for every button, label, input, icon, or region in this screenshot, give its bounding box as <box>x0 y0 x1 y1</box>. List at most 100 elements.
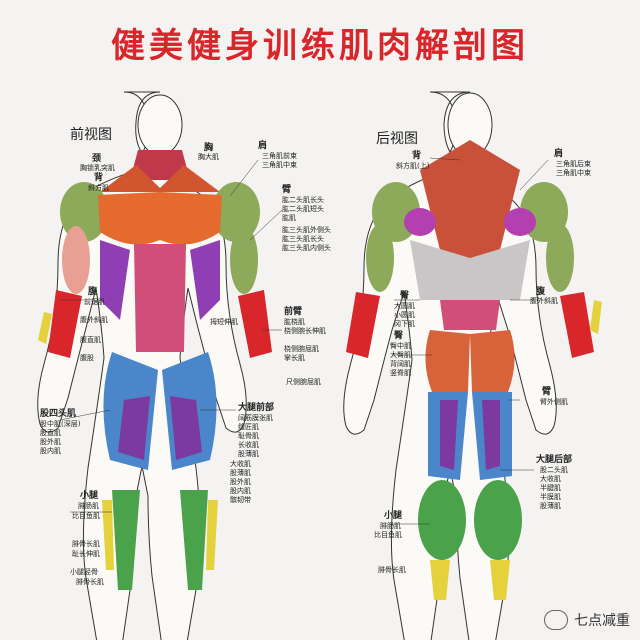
label-xiongda: 胸大肌 <box>198 153 219 161</box>
label-fu: 腹 <box>88 287 98 297</box>
label-b-jian: 肩 <box>554 149 564 159</box>
back-view-title: 后视图 <box>376 131 418 147</box>
front-inner-thigh-l <box>118 396 150 460</box>
back-infra-l <box>404 208 436 236</box>
front-neck <box>130 150 190 180</box>
label-gunei: 股内肌 <box>40 447 61 455</box>
back-forearm-r2 <box>590 300 602 334</box>
label-b-xiaotui: 小腿 <box>384 511 403 521</box>
front-head <box>137 94 183 156</box>
watermark-text: 七点减重 <box>574 613 630 629</box>
label-xiefang1: 斜方肌 <box>88 184 109 192</box>
back-lats <box>410 240 530 300</box>
label-gubo: 股薄肌 <box>230 469 251 477</box>
front-deltoid-r <box>212 182 260 242</box>
label-binggu: 髌韧带 <box>230 496 251 504</box>
label-b-guerhou: 股二头肌 <box>540 466 568 474</box>
label-b-fuwaixie: 腹外斜肌 <box>530 297 558 305</box>
label-b-gangxia: 冈下肌 <box>394 320 415 328</box>
label-sanjiaoqian: 三角肌前束 <box>262 152 297 160</box>
front-deltoid-l <box>60 182 108 242</box>
label-b-bishou: 臂外侧肌 <box>540 398 568 406</box>
label-b-jizhu: 竖脊肌 <box>390 369 411 377</box>
back-soleus-l <box>430 560 450 600</box>
label-erchang: 肱二头肌长头 <box>282 196 324 204</box>
label-sanneice: 肱三头肌内侧头 <box>282 244 331 252</box>
back-tricep-l <box>366 224 394 292</box>
back-infra-r <box>504 208 536 236</box>
label-jing: 颈 <box>92 154 102 164</box>
label-xiongsuo: 胸锁乳突肌 <box>80 164 115 172</box>
front-figure <box>37 91 272 640</box>
back-calf-r <box>474 480 522 560</box>
label-gusi: 股四头肌 <box>40 409 77 419</box>
back-soleus-r <box>490 560 510 600</box>
label-b-tunda: 大圆肌 <box>394 302 415 310</box>
front-forearm-l2 <box>38 312 52 344</box>
label-feigu: 腓骨长肌 <box>72 540 100 548</box>
label-datuiqian: 大腿前部 <box>238 403 275 413</box>
front-calf-r <box>180 490 208 590</box>
label-fuzhi: 腹直肌 <box>80 336 101 344</box>
label-bi: 臂 <box>282 185 292 195</box>
label-guneiji: 股内肌 <box>230 487 251 495</box>
label-b-banjian: 半腱肌 <box>540 484 561 492</box>
label-guwai: 股外肌 <box>40 438 61 446</box>
label-fuwaixie: 腹外斜肌 <box>80 316 108 324</box>
label-xiaotui: 小腿 <box>80 491 99 501</box>
back-forearm-r <box>560 292 594 358</box>
front-inner-thigh-r <box>170 396 202 460</box>
label-bimu: 比目鱼肌 <box>72 512 100 520</box>
label-gongnao: 肱桡肌 <box>284 318 305 326</box>
front-forearm-r <box>238 290 272 358</box>
back-ham-inner-r <box>482 400 500 470</box>
front-forearm-l <box>48 290 82 358</box>
label-b-bei: 背 <box>412 151 422 161</box>
label-sancebian: 肱三头肌外侧头 <box>282 226 331 234</box>
label-gujing: 股外肌 <box>230 478 251 486</box>
label-qianbi: 前臂 <box>284 307 303 317</box>
back-forearm-l <box>346 292 380 358</box>
label-chicewan: 尺侧腕屈肌 <box>286 378 321 386</box>
label-fengren: 缝匠肌 <box>238 423 259 431</box>
label-feichang: 腓肠肌 <box>78 502 99 510</box>
label-guzhi: 股直肌 <box>40 429 61 437</box>
label-b-beikuo: 背阔肌 <box>390 360 411 368</box>
label-jian: 肩 <box>258 141 268 151</box>
label-sanchang: 肱三头肌长头 <box>282 235 324 243</box>
label-b-bi: 臂 <box>542 387 552 397</box>
back-calf-l <box>418 480 466 560</box>
back-lower <box>440 300 500 330</box>
label-bei1: 背 <box>94 173 104 183</box>
label-xiong: 胸 <box>204 143 214 153</box>
label-changshou: 长收肌 <box>238 441 259 449</box>
label-b-sanhou: 三角肌后束 <box>556 160 591 168</box>
wechat-icon <box>544 610 568 630</box>
label-gongji: 肱肌 <box>282 214 296 222</box>
label-b-sanzhong: 三角肌中束 <box>556 169 591 177</box>
label-b-datuihou: 大腿后部 <box>536 455 573 465</box>
label-dashou: 大收肌 <box>230 460 251 468</box>
label-b-shouji: 大收肌 <box>540 475 561 483</box>
front-view-title: 前视图 <box>70 127 112 143</box>
label-guzhong: 股中肌(深层) <box>40 420 81 428</box>
label-b-fu: 腹 <box>536 287 546 297</box>
back-glute-r <box>470 330 515 392</box>
label-erduan: 肱二头肌短头 <box>282 205 324 213</box>
label-qianju: 前锯肌 <box>84 298 105 306</box>
back-glute-l <box>425 330 470 392</box>
front-serratus-r <box>190 240 220 320</box>
label-b-xiaoyuan: 小圆肌 <box>394 311 415 319</box>
back-tricep-r <box>546 224 574 292</box>
label-naocewan: 桡侧腕长伸肌 <box>284 327 326 335</box>
label-zhangchang: 掌长肌 <box>284 354 305 362</box>
label-b-tunzhong: 臀中肌 <box>390 342 411 350</box>
label-jingqian: 小腿胫骨 <box>70 568 98 576</box>
label-feiguchang: 腓骨长肌 <box>76 578 104 586</box>
back-ham-inner-l <box>440 400 458 470</box>
front-shin-l <box>102 500 114 570</box>
label-b-banmo: 半膜肌 <box>540 493 561 501</box>
watermark: 七点减重 <box>544 610 630 630</box>
front-pec-l <box>98 192 160 245</box>
label-naocewanqu: 桡侧腕屈肌 <box>284 345 319 353</box>
